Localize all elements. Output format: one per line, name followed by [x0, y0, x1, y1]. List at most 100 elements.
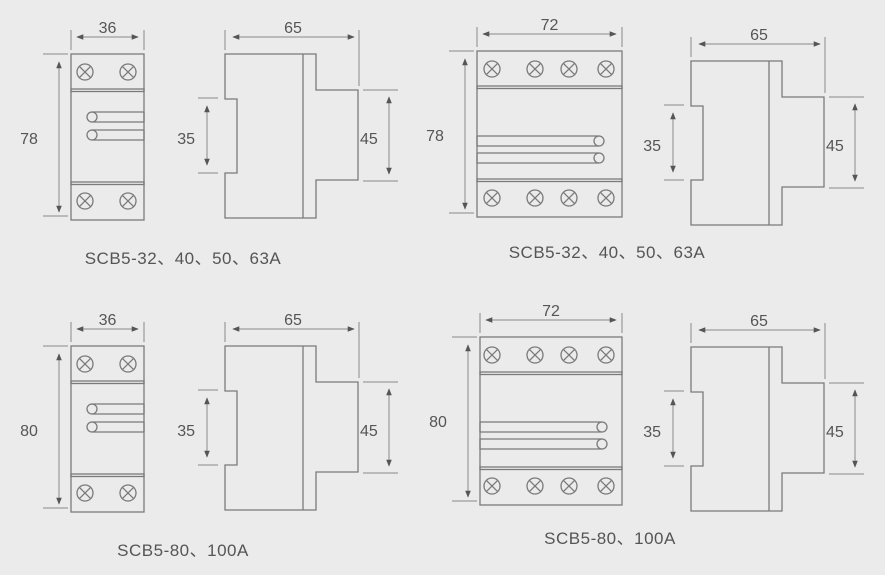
model-caption: SCB5-80、100A — [117, 541, 249, 560]
terminal-screw-icon — [597, 477, 615, 495]
handle — [92, 421, 145, 433]
front-view — [70, 53, 145, 221]
side-view — [224, 53, 359, 219]
screw-cross — [121, 486, 135, 500]
screw-circle — [76, 355, 94, 373]
bottom-band — [479, 466, 623, 471]
terminal-screw-icon — [76, 484, 94, 502]
side-view — [224, 345, 359, 511]
screw-cross — [485, 191, 499, 205]
screw-circle — [560, 477, 578, 495]
depth-label: 65 — [750, 313, 768, 330]
handle-knob — [86, 129, 98, 141]
height-label: 78 — [20, 131, 38, 148]
screw-cross — [528, 479, 542, 493]
screw-circle — [597, 346, 615, 364]
handle — [479, 438, 602, 450]
screw-cross — [599, 191, 613, 205]
handle-knob — [86, 111, 98, 123]
top-band — [479, 371, 623, 376]
model-caption: SCB5-80、100A — [544, 529, 676, 548]
screw-cross — [78, 194, 92, 208]
screw-cross — [562, 191, 576, 205]
height-label: 80 — [20, 423, 38, 440]
screw-circle — [76, 192, 94, 210]
terminal-screw-icon — [119, 484, 137, 502]
front-height-label: 45 — [360, 423, 378, 440]
handle — [476, 135, 599, 147]
side-view — [690, 346, 825, 512]
handle-knob — [86, 403, 98, 415]
screw-circle — [76, 63, 94, 81]
bottom-band — [70, 473, 145, 478]
terminal-screw-icon — [560, 346, 578, 364]
terminal-screw-icon — [526, 60, 544, 78]
terminal-screw-icon — [119, 63, 137, 81]
terminal-screw-icon — [483, 346, 501, 364]
handle-knob — [596, 421, 608, 433]
model-caption: SCB5-32、40、50、63A — [509, 243, 706, 262]
screw-cross — [528, 62, 542, 76]
terminal-screw-icon — [119, 192, 137, 210]
terminal-screw-icon — [119, 355, 137, 373]
terminal-screw-icon — [76, 192, 94, 210]
terminal-screw-icon — [526, 346, 544, 364]
screw-circle — [560, 346, 578, 364]
top-band — [476, 85, 623, 90]
front-height-label: 45 — [826, 424, 844, 441]
terminal-screw-icon — [560, 189, 578, 207]
screw-cross — [78, 357, 92, 371]
screw-cross — [562, 479, 576, 493]
height-label: 80 — [429, 414, 447, 431]
handle-knob — [86, 421, 98, 433]
screw-circle — [119, 192, 137, 210]
screw-cross — [562, 62, 576, 76]
terminal-screw-icon — [76, 63, 94, 81]
screw-circle — [483, 60, 501, 78]
model-caption: SCB5-32、40、50、63A — [85, 249, 282, 268]
screw-cross — [121, 65, 135, 79]
screw-cross — [485, 348, 499, 362]
handle-knob — [596, 438, 608, 450]
width-label: 72 — [542, 303, 560, 320]
screw-cross — [78, 65, 92, 79]
screw-circle — [597, 477, 615, 495]
screw-circle — [526, 189, 544, 207]
side-outline — [690, 60, 825, 226]
side-outline — [224, 53, 359, 219]
width-label: 72 — [541, 17, 559, 34]
handle — [476, 152, 599, 164]
front-view — [70, 345, 145, 513]
screw-cross — [599, 62, 613, 76]
screw-cross — [599, 348, 613, 362]
handle-knob — [593, 152, 605, 164]
screw-cross — [528, 191, 542, 205]
terminal-screw-icon — [597, 60, 615, 78]
screw-circle — [597, 60, 615, 78]
terminal-screw-icon — [526, 477, 544, 495]
width-label: 36 — [99, 312, 117, 329]
terminal-screw-icon — [560, 60, 578, 78]
front-height-label: 45 — [826, 138, 844, 155]
top-band — [70, 88, 145, 93]
screw-circle — [483, 189, 501, 207]
bottom-band — [70, 181, 145, 186]
handle — [479, 421, 602, 433]
handle-knob — [593, 135, 605, 147]
side-outline — [224, 345, 359, 511]
screw-circle — [76, 484, 94, 502]
screw-circle — [526, 477, 544, 495]
front-view — [479, 336, 623, 506]
screw-circle — [560, 189, 578, 207]
terminal-screw-icon — [483, 477, 501, 495]
screw-cross — [78, 486, 92, 500]
side-view — [690, 60, 825, 226]
screw-circle — [119, 63, 137, 81]
front-height-label: 45 — [360, 131, 378, 148]
screw-circle — [483, 346, 501, 364]
screw-circle — [597, 189, 615, 207]
terminal-screw-icon — [597, 189, 615, 207]
